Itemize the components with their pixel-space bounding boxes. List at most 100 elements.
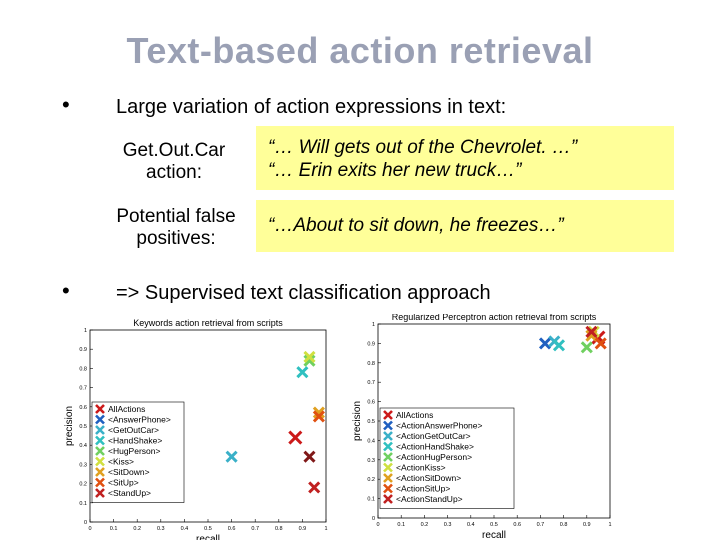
data-point-marker <box>303 450 316 463</box>
legend-marker <box>95 414 105 425</box>
chart-title: Keywords action retrieval from scripts <box>133 318 283 328</box>
example-label-1-line-2: action: <box>146 162 202 183</box>
legend-label: <ActionAnswerPhone> <box>396 421 483 431</box>
legend-label: <ActionStandUp> <box>396 494 463 504</box>
x-tick-label: 0.6 <box>228 526 236 532</box>
legend-box <box>379 407 515 509</box>
legend-marker <box>95 488 105 498</box>
y-tick-label: 0.7 <box>367 380 375 386</box>
example-quote-1-line-1: “… Will gets out of the Chevrolet. …” <box>268 137 578 158</box>
data-point-marker <box>308 481 321 494</box>
y-tick-label: 0.3 <box>367 458 375 464</box>
y-tick-label: 0.5 <box>367 419 375 425</box>
legend-label: <ActionSitDown> <box>396 473 461 483</box>
legend-marker <box>383 441 393 452</box>
legend-label: <SitDown> <box>108 467 150 477</box>
example-quote-1-line-2: “… Erin exits her new truck…” <box>268 160 522 181</box>
example-label-2-line-2: positives: <box>136 228 216 249</box>
y-tick-label: 0.4 <box>79 443 87 449</box>
legend-marker <box>383 420 393 431</box>
example-quote-1: “… Will gets out of the Chevrolet. …” “…… <box>256 126 674 190</box>
y-tick-label: 0 <box>84 520 87 526</box>
x-tick-label: 0.5 <box>204 526 212 532</box>
x-tick-label: 0.4 <box>467 522 475 528</box>
y-tick-label: 0.9 <box>79 347 87 353</box>
x-tick-label: 0.9 <box>583 522 591 528</box>
example-quote-2: “…About to sit down, he freezes…” <box>256 200 674 252</box>
legend-marker <box>95 446 105 456</box>
y-axis-label: precision <box>352 401 363 441</box>
bullet-text-2: => Supervised text classification approa… <box>116 282 491 304</box>
x-tick-label: 0.7 <box>251 526 259 532</box>
x-tick-label: 0.8 <box>560 522 568 528</box>
legend-label: AllActions <box>396 410 433 420</box>
legend-marker <box>383 473 393 483</box>
bullet-text-1: Large variation of action expressions in… <box>116 96 507 118</box>
example-label-1-line-1: Get.Out.Car <box>122 140 226 161</box>
legend-label: AllActions <box>108 404 145 414</box>
x-tick-label: 1 <box>324 526 327 532</box>
x-tick-label: 0.2 <box>421 522 429 528</box>
x-tick-label: 0.1 <box>397 522 405 528</box>
legend-marker <box>383 431 393 441</box>
data-point-marker <box>296 366 309 379</box>
data-point-marker <box>538 337 552 350</box>
x-tick-label: 0 <box>376 522 379 528</box>
data-point-marker <box>288 430 303 445</box>
bullet-dot: • <box>62 278 70 303</box>
legend-label: <Kiss> <box>108 457 134 467</box>
x-tick-label: 0.8 <box>275 526 283 532</box>
x-tick-label: 0.3 <box>157 526 165 532</box>
legend-marker <box>95 404 105 414</box>
perceptron-retrieval-chart: Regularized Perceptron action retrieval … <box>352 314 612 540</box>
legend-marker <box>95 467 105 477</box>
y-tick-label: 0.9 <box>367 341 375 347</box>
legend-marker <box>383 494 393 504</box>
legend-label: <ActionHandShake> <box>396 442 474 452</box>
y-tick-label: 1 <box>372 322 375 328</box>
bullet-dot: • <box>62 92 70 117</box>
x-tick-label: 0.7 <box>537 522 545 528</box>
x-tick-label: 1 <box>608 522 611 528</box>
legend-label: <ActionHugPerson> <box>396 452 472 462</box>
legend-marker <box>383 410 393 420</box>
legend-label: <ActionGetOutCar> <box>396 431 471 441</box>
x-tick-label: 0.6 <box>513 522 521 528</box>
x-tick-label: 0 <box>88 526 91 532</box>
data-point-marker <box>580 341 593 354</box>
x-tick-label: 0.1 <box>110 526 118 532</box>
example-label-2-line-1: Potential false <box>116 206 236 227</box>
y-tick-label: 0.1 <box>367 497 375 503</box>
legend-marker <box>95 435 105 446</box>
y-tick-label: 0 <box>372 516 375 522</box>
example-label-2: Potential false positives: <box>104 206 248 250</box>
legend-marker <box>95 477 105 488</box>
keywords-retrieval-chart: Keywords action retrieval from scripts re… <box>64 318 328 540</box>
y-tick-label: 0.2 <box>367 477 375 483</box>
data-point-marker <box>585 325 598 338</box>
data-point-marker <box>594 337 607 350</box>
y-tick-label: 0.2 <box>79 482 87 488</box>
data-point-marker <box>303 350 316 363</box>
legend-label: <HandShake> <box>108 436 162 446</box>
y-tick-label: 0.6 <box>79 405 87 411</box>
data-point-marker <box>585 329 598 342</box>
y-tick-label: 1 <box>84 328 87 334</box>
legend-label: <ActionSitUp> <box>396 484 450 494</box>
x-axis-label: recall <box>196 534 220 540</box>
chart-title: Regularized Perceptron action retrieval … <box>392 314 597 322</box>
legend-label: <HugPerson> <box>108 446 160 456</box>
y-tick-label: 0.7 <box>79 386 87 392</box>
legend-marker <box>383 452 393 462</box>
y-tick-label: 0.3 <box>79 462 87 468</box>
y-tick-label: 0.8 <box>79 366 87 372</box>
y-axis-label: precision <box>64 406 75 446</box>
y-tick-label: 0.1 <box>79 501 87 507</box>
y-tick-label: 0.8 <box>367 361 375 367</box>
legend-label: <ActionKiss> <box>396 463 446 473</box>
legend-marker <box>95 456 105 467</box>
example-label-1: Get.Out.Car action: <box>100 140 248 184</box>
legend-marker <box>383 483 393 494</box>
legend-marker <box>95 425 105 435</box>
y-tick-label: 0.6 <box>367 400 375 406</box>
